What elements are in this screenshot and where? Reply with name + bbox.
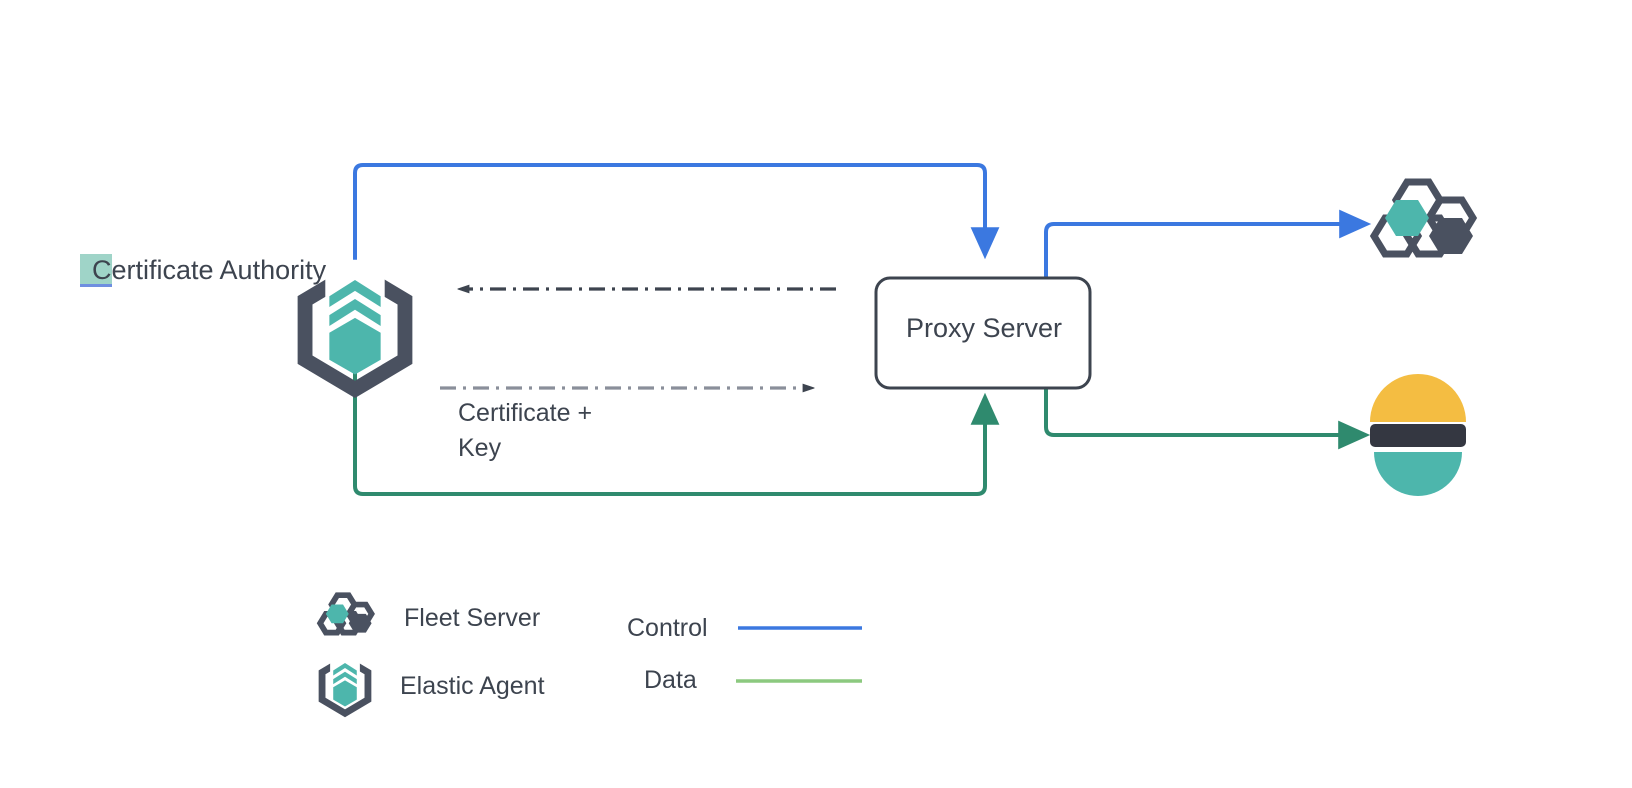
elasticsearch-icon <box>1370 374 1466 496</box>
node-proxy-server[interactable] <box>874 276 1092 390</box>
elastic-agent-icon <box>297 259 413 399</box>
edge-ca-to-proxy-control <box>353 163 1000 292</box>
edge-proxy-to-elasticsearch-data <box>1044 388 1371 450</box>
legend-item-control-label: Control <box>627 614 708 642</box>
certificate-key-edge-label: Certificate + Key <box>458 396 592 466</box>
certificate-key-line1: Certificate + <box>458 399 593 427</box>
certificate-key-line2: Key <box>458 434 502 462</box>
proxy-server-label: Proxy Server <box>905 313 1063 343</box>
fleet-server-icon <box>1369 178 1478 258</box>
legend-item-elastic-agent-label: Elastic Agent <box>400 672 545 700</box>
certificate-authority-underline <box>80 284 112 287</box>
legend-elastic-agent-icon <box>318 652 372 718</box>
legend-fleet-server-icon <box>316 592 375 636</box>
edge-ca-to-proxy-data <box>353 372 1000 496</box>
legend-item-data-label: Data <box>644 666 697 694</box>
certificate-authority-highlight <box>80 254 112 286</box>
certificate-authority-label: Certificate Authority <box>92 255 327 285</box>
legend-item-fleet-server-label: Fleet Server <box>404 604 541 632</box>
edge-proxy-to-fleet-control <box>1044 209 1372 278</box>
